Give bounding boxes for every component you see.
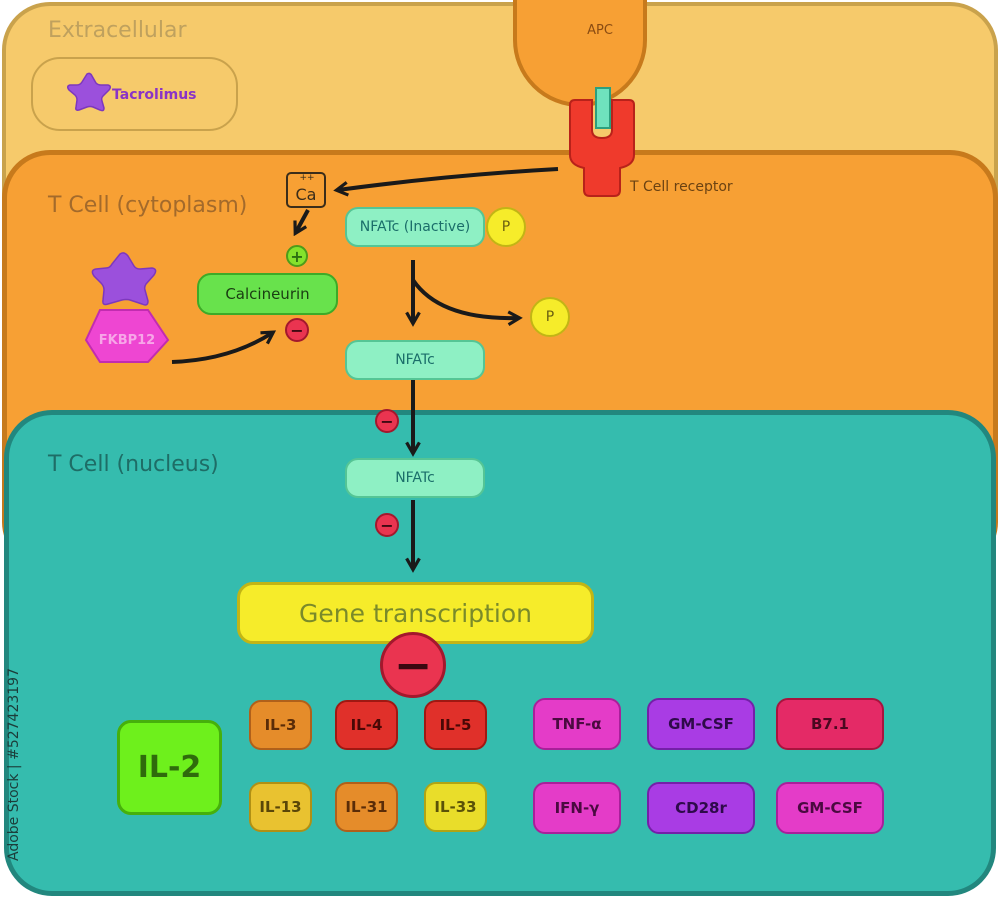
cytokine-il2: IL-2	[117, 720, 222, 815]
calcineurin-box: Calcineurin	[197, 273, 338, 315]
phosphate-bound-icon: P	[486, 207, 526, 247]
inhibition-minus-icon-nuclear: −	[375, 513, 399, 537]
arrow-fkbp12-to-calcineurin	[171, 330, 277, 364]
stock-watermark: Adobe Stock | #527423197	[6, 668, 22, 861]
fkbp12-label: FKBP12	[98, 332, 156, 348]
cytokine-il4: IL-4	[335, 700, 398, 750]
calcium-box	[286, 172, 326, 208]
arrow-calcium-to-calcineurin	[293, 209, 310, 237]
tacrolimus-bound-icon	[91, 252, 157, 306]
tacrolimus-icon	[66, 72, 112, 112]
fkbp12-shape	[84, 309, 170, 363]
tacrolimus-legend-box	[31, 57, 238, 131]
antigen-stalk	[595, 87, 611, 129]
nfatc-inactive-box: NFATc (Inactive)	[345, 207, 485, 247]
arrow-receptor-to-calcium	[333, 167, 559, 197]
phosphate-released-icon: P	[530, 297, 570, 337]
inhibition-minus-icon-transcription: −	[380, 632, 446, 698]
cytoplasm-label: T Cell (cytoplasm)	[48, 193, 248, 218]
inhibition-minus-icon-translocation: −	[375, 409, 399, 433]
cytokine-il3: IL-3	[249, 700, 312, 750]
cytokine-ifn-gamma: IFN-γ	[533, 782, 621, 834]
activation-plus-icon: +	[286, 245, 308, 267]
calcium-ion-label: Ca	[295, 184, 317, 204]
cytokine-il13: IL-13	[249, 782, 312, 832]
cytokine-b71: B7.1	[776, 698, 884, 750]
nfatc-nucleus-box: NFATc	[345, 458, 485, 498]
t-cell-receptor-label: T Cell receptor	[630, 179, 733, 195]
tacrolimus-label: Tacrolimus	[112, 87, 197, 103]
extracellular-label: Extracellular	[48, 18, 187, 43]
cytokine-il33: IL-33	[424, 782, 487, 832]
t-cell-receptor-shape	[569, 99, 635, 197]
cytokine-gm-csf-1: GM-CSF	[647, 698, 755, 750]
nfatc-cytoplasm-box: NFATc	[345, 340, 485, 380]
apc-cell	[513, 0, 647, 107]
calcium-charge-label: ++	[299, 173, 315, 183]
nucleus-label: T Cell (nucleus)	[48, 452, 219, 477]
cytokine-il5: IL-5	[424, 700, 487, 750]
apc-label: APC	[587, 22, 613, 38]
inhibition-minus-icon-calcineurin: −	[285, 318, 309, 342]
arrow-dephosphorylation	[411, 278, 523, 327]
cytokine-il31: IL-31	[335, 782, 398, 832]
cytokine-tnf-alpha: TNF-α	[533, 698, 621, 750]
cytokine-cd28r: CD28r	[647, 782, 755, 834]
cytokine-gm-csf-2: GM-CSF	[776, 782, 884, 834]
